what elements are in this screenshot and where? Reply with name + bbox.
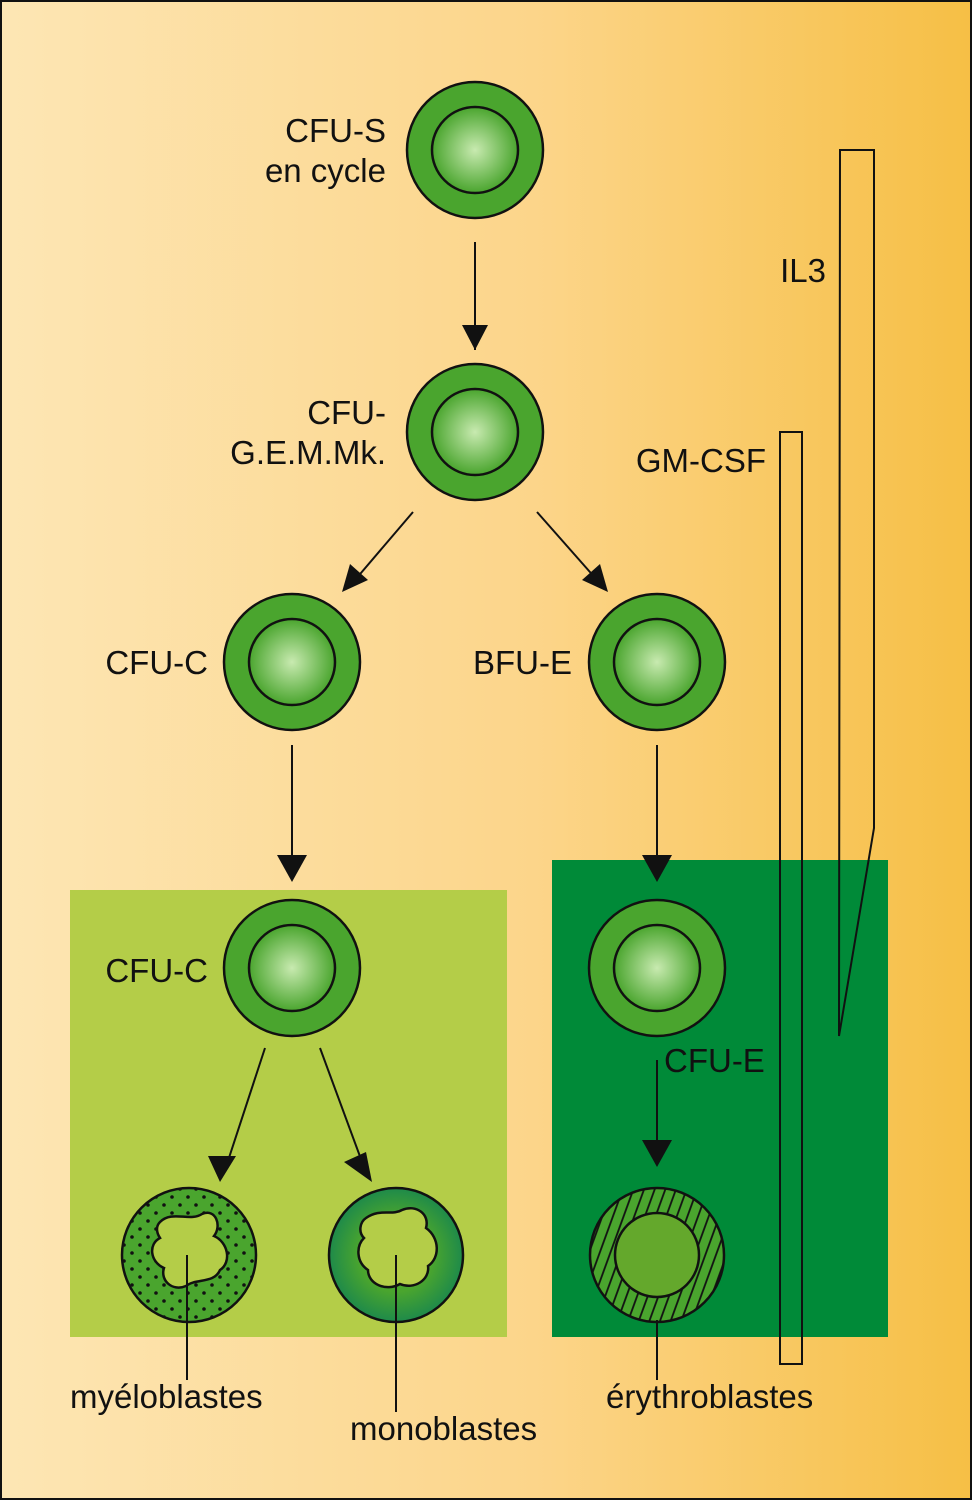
arrowhead-erythroblast	[642, 1140, 672, 1167]
label-monoblastes: monoblastes	[350, 1410, 537, 1447]
cell-cfu-c-2	[222, 898, 362, 1038]
label-erythroblastes: érythroblastes	[606, 1378, 813, 1415]
label-cfu-gemmk-line2: G.E.M.Mk.	[230, 434, 386, 471]
label-cfu-c-2: CFU-C	[105, 952, 208, 989]
il3-bar	[838, 149, 875, 1037]
arrowhead-monoblast	[344, 1152, 372, 1182]
arrow-cfuc2-to-myeloblast	[224, 1047, 266, 1171]
cell-cfu-gemmk	[405, 362, 545, 502]
label-bfu-e: BFU-E	[473, 644, 572, 681]
arrow-gemmk-to-cfuc	[354, 511, 414, 581]
label-cfu-gemmk: CFU-	[307, 394, 386, 431]
cell-cfu-e	[587, 898, 727, 1038]
label-gm-csf: GM-CSF	[636, 442, 766, 479]
label-cfu-s-line2: en cycle	[265, 152, 386, 189]
arrowhead-cfuc	[342, 564, 368, 592]
arrowhead-bfue	[582, 564, 608, 592]
cell-bfu-e	[587, 592, 727, 732]
cell-cfu-c	[222, 592, 362, 732]
cell-cfu-s	[405, 80, 545, 220]
label-cfu-c: CFU-C	[105, 644, 208, 681]
label-cfu-e: CFU-E	[664, 1042, 765, 1079]
arrow-gemmk-to-bfue	[536, 511, 598, 581]
cell-myeloblast	[120, 1186, 258, 1324]
label-cfu-s: CFU-S	[285, 112, 386, 149]
cell-erythroblast	[588, 1186, 726, 1324]
gm-csf-bar	[779, 431, 803, 1365]
arrowhead-cfuc2	[277, 855, 307, 882]
label-il3: IL3	[780, 252, 826, 289]
arrowhead-gemmk	[462, 325, 488, 350]
label-myeloblastes: myéloblastes	[70, 1378, 263, 1415]
arrowhead-cfue	[642, 855, 672, 882]
arrow-cfuc2-to-monoblast	[319, 1047, 366, 1171]
arrowhead-myeloblast	[208, 1156, 236, 1182]
